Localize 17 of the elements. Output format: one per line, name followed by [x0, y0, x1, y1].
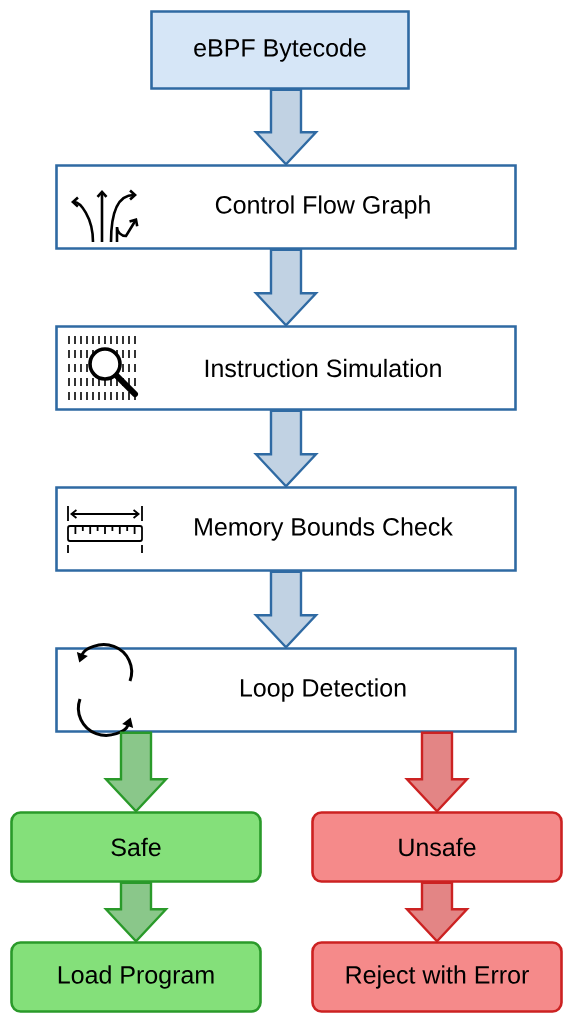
result-box: Unsafe	[311, 811, 563, 883]
result-box: Load Program	[10, 941, 262, 1013]
process-box: eBPF Bytecode	[150, 10, 410, 90]
process-box: Control Flow Graph	[55, 164, 517, 250]
block-arrow	[253, 570, 319, 649]
block-arrow	[103, 731, 169, 813]
process-box: Memory Bounds Check	[55, 486, 517, 572]
block-arrow	[404, 731, 470, 813]
block-arrow	[253, 248, 319, 327]
block-arrow	[404, 881, 470, 943]
result-box: Safe	[10, 811, 262, 883]
process-box: Loop Detection	[55, 647, 517, 733]
block-arrow	[253, 88, 319, 166]
block-arrow	[253, 409, 319, 488]
result-box: Reject with Error	[311, 941, 563, 1013]
process-box: Instruction Simulation	[55, 325, 517, 411]
block-arrow	[103, 881, 169, 943]
